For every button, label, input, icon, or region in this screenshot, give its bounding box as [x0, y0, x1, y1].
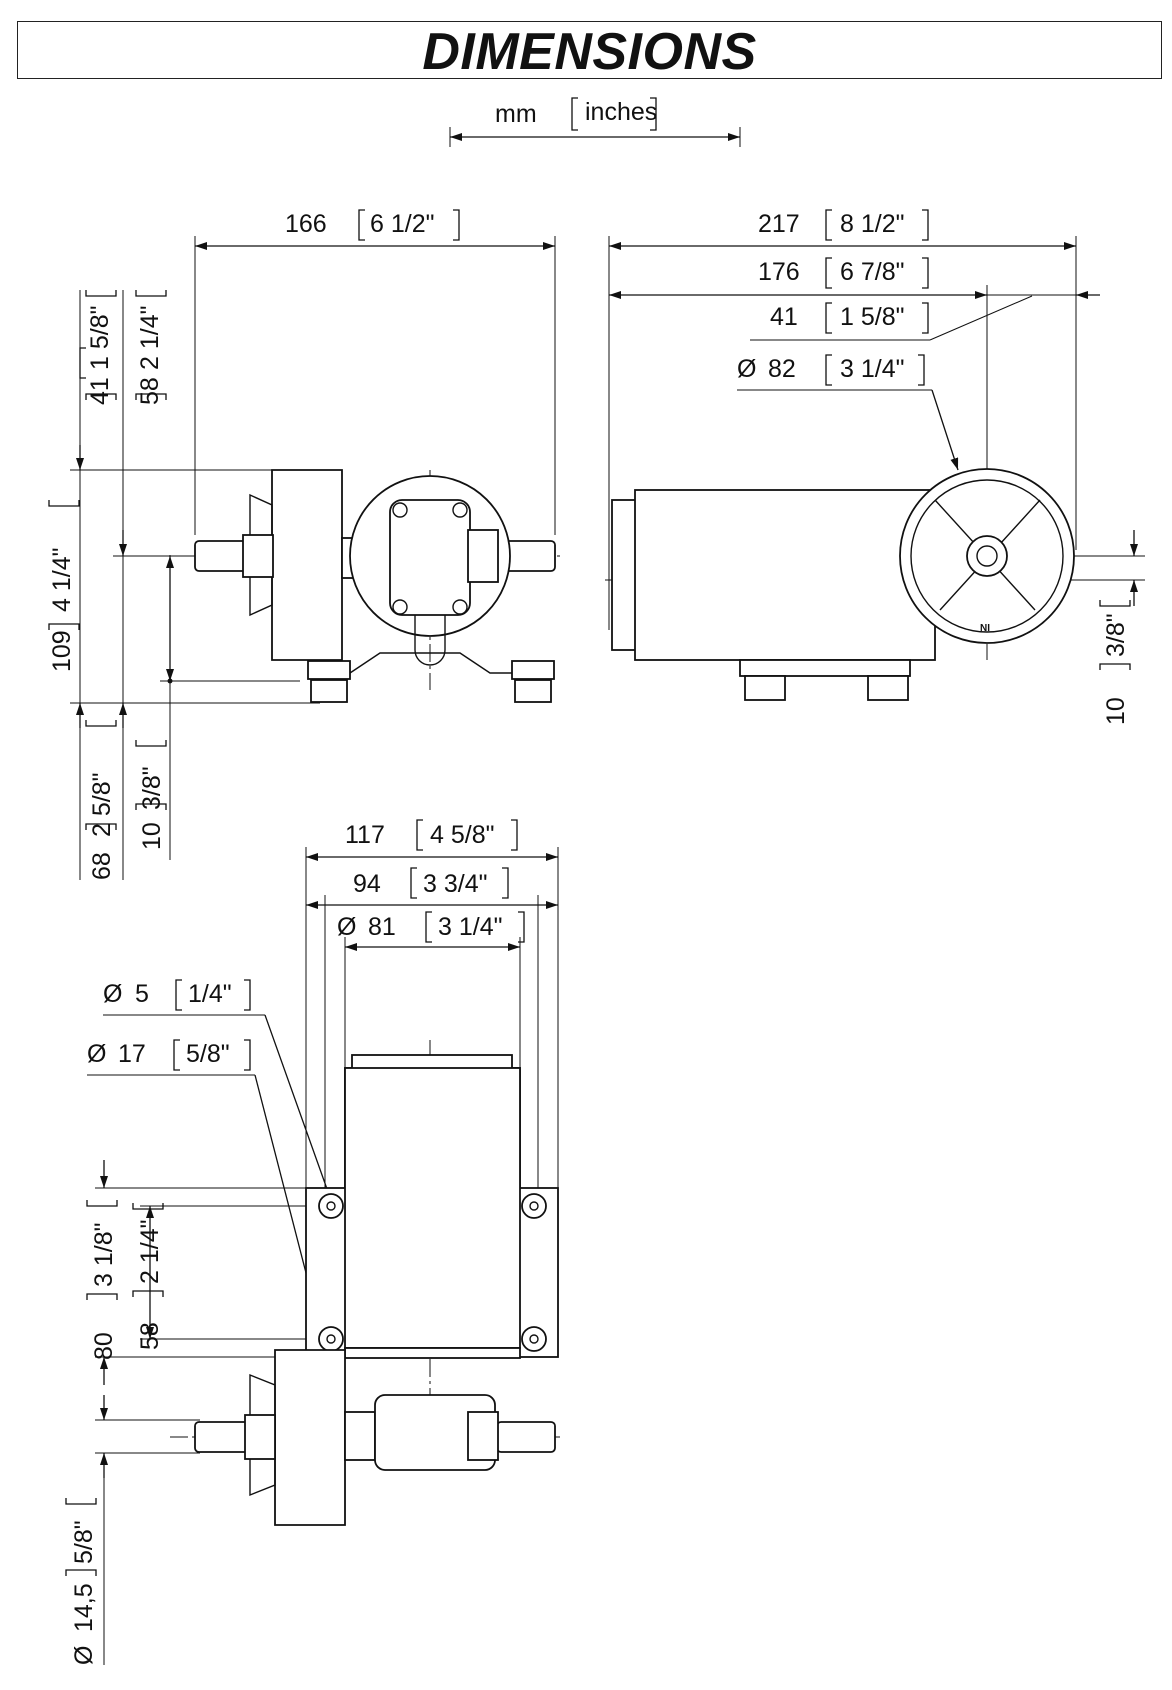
dim-117-mm: 117: [345, 821, 385, 849]
dim-14-5-prefix: Ø: [70, 1646, 98, 1665]
dim-176-mm: 176: [758, 258, 800, 286]
dim-5-mm: 5: [135, 980, 149, 1008]
dim-17-mm: 17: [118, 1040, 146, 1068]
dim-10-mm: 10: [138, 822, 166, 850]
dim-217-mm: 217: [758, 210, 800, 238]
dim-58t-mm: 58: [136, 1322, 164, 1350]
dim-80-mm: 80: [90, 1332, 118, 1360]
page-title: DIMENSIONS: [422, 23, 757, 81]
dim-17-in: 5/8": [186, 1040, 230, 1068]
dim-5-prefix: Ø: [103, 980, 122, 1008]
side-view: 166 6 1/2" 41 1 5/8" 58 2 1/4": [48, 209, 560, 880]
units-inches: inches: [585, 98, 657, 126]
motor-end-drawing: NI: [605, 468, 1075, 701]
end-view: 217 8 1/2" 176 6 7/8" 41 1 5/8" Ø 82 3 1…: [605, 209, 1145, 725]
dim-82-prefix: Ø: [737, 355, 756, 383]
dim-58-mm: 58: [136, 377, 164, 405]
dim-109-in: 4 1/4": [48, 548, 76, 612]
dim-41e-mm: 41: [770, 303, 798, 331]
dim-58t-in: 2 1/4": [136, 1220, 164, 1284]
dim-68-in: 2 5/8": [88, 773, 116, 837]
dim-80-in: 3 1/8": [90, 1223, 118, 1287]
dim-41e-in: 1 5/8": [840, 303, 904, 331]
dim-166-in: 6 1/2": [370, 210, 434, 238]
dim-10e-in: 3/8": [1102, 613, 1130, 657]
dim-5-in: 1/4": [188, 980, 232, 1008]
pump-top-drawing: [170, 1040, 560, 1526]
dim-58-in: 2 1/4": [136, 306, 164, 370]
dim-41-in: 1 5/8": [86, 306, 114, 370]
dim-10-in: 3/8": [138, 766, 166, 810]
dim-14-5-in: 5/8": [70, 1520, 98, 1564]
dim-82-mm: 82: [768, 355, 796, 383]
dim-68-mm: 68: [88, 852, 116, 880]
dim-17-prefix: Ø: [87, 1040, 106, 1068]
dim-217-in: 8 1/2": [840, 210, 904, 238]
title-box: DIMENSIONS: [17, 21, 1162, 79]
units-mm: mm: [495, 100, 537, 128]
top-view: 117 4 5/8" 94 3 3/4" Ø 81 3 1/4" Ø 5 1/4…: [65, 819, 560, 1665]
dim-81-mm: 81: [368, 913, 396, 941]
dim-109-mm: 109: [48, 630, 76, 672]
bracket-open: [571, 97, 578, 131]
marking-ni: NI: [980, 623, 990, 634]
dim-81-prefix: Ø: [337, 913, 356, 941]
dim-41-mm: 41: [86, 377, 114, 405]
dim-82-in: 3 1/4": [840, 355, 904, 383]
dim-176-in: 6 7/8": [840, 258, 904, 286]
dim-81-in: 3 1/4": [438, 913, 502, 941]
dim-14-5-mm: 14,5: [70, 1583, 98, 1632]
bracket-close: [650, 97, 657, 131]
dim-94-mm: 94: [353, 870, 381, 898]
dim-117-in: 4 5/8": [430, 821, 494, 849]
dim-94-in: 3 3/4": [423, 870, 487, 898]
dim-10e-mm: 10: [1102, 697, 1130, 725]
pump-side-drawing: [180, 469, 560, 703]
dim-166-mm: 166: [285, 210, 327, 238]
units-legend: mm inches: [449, 97, 741, 147]
